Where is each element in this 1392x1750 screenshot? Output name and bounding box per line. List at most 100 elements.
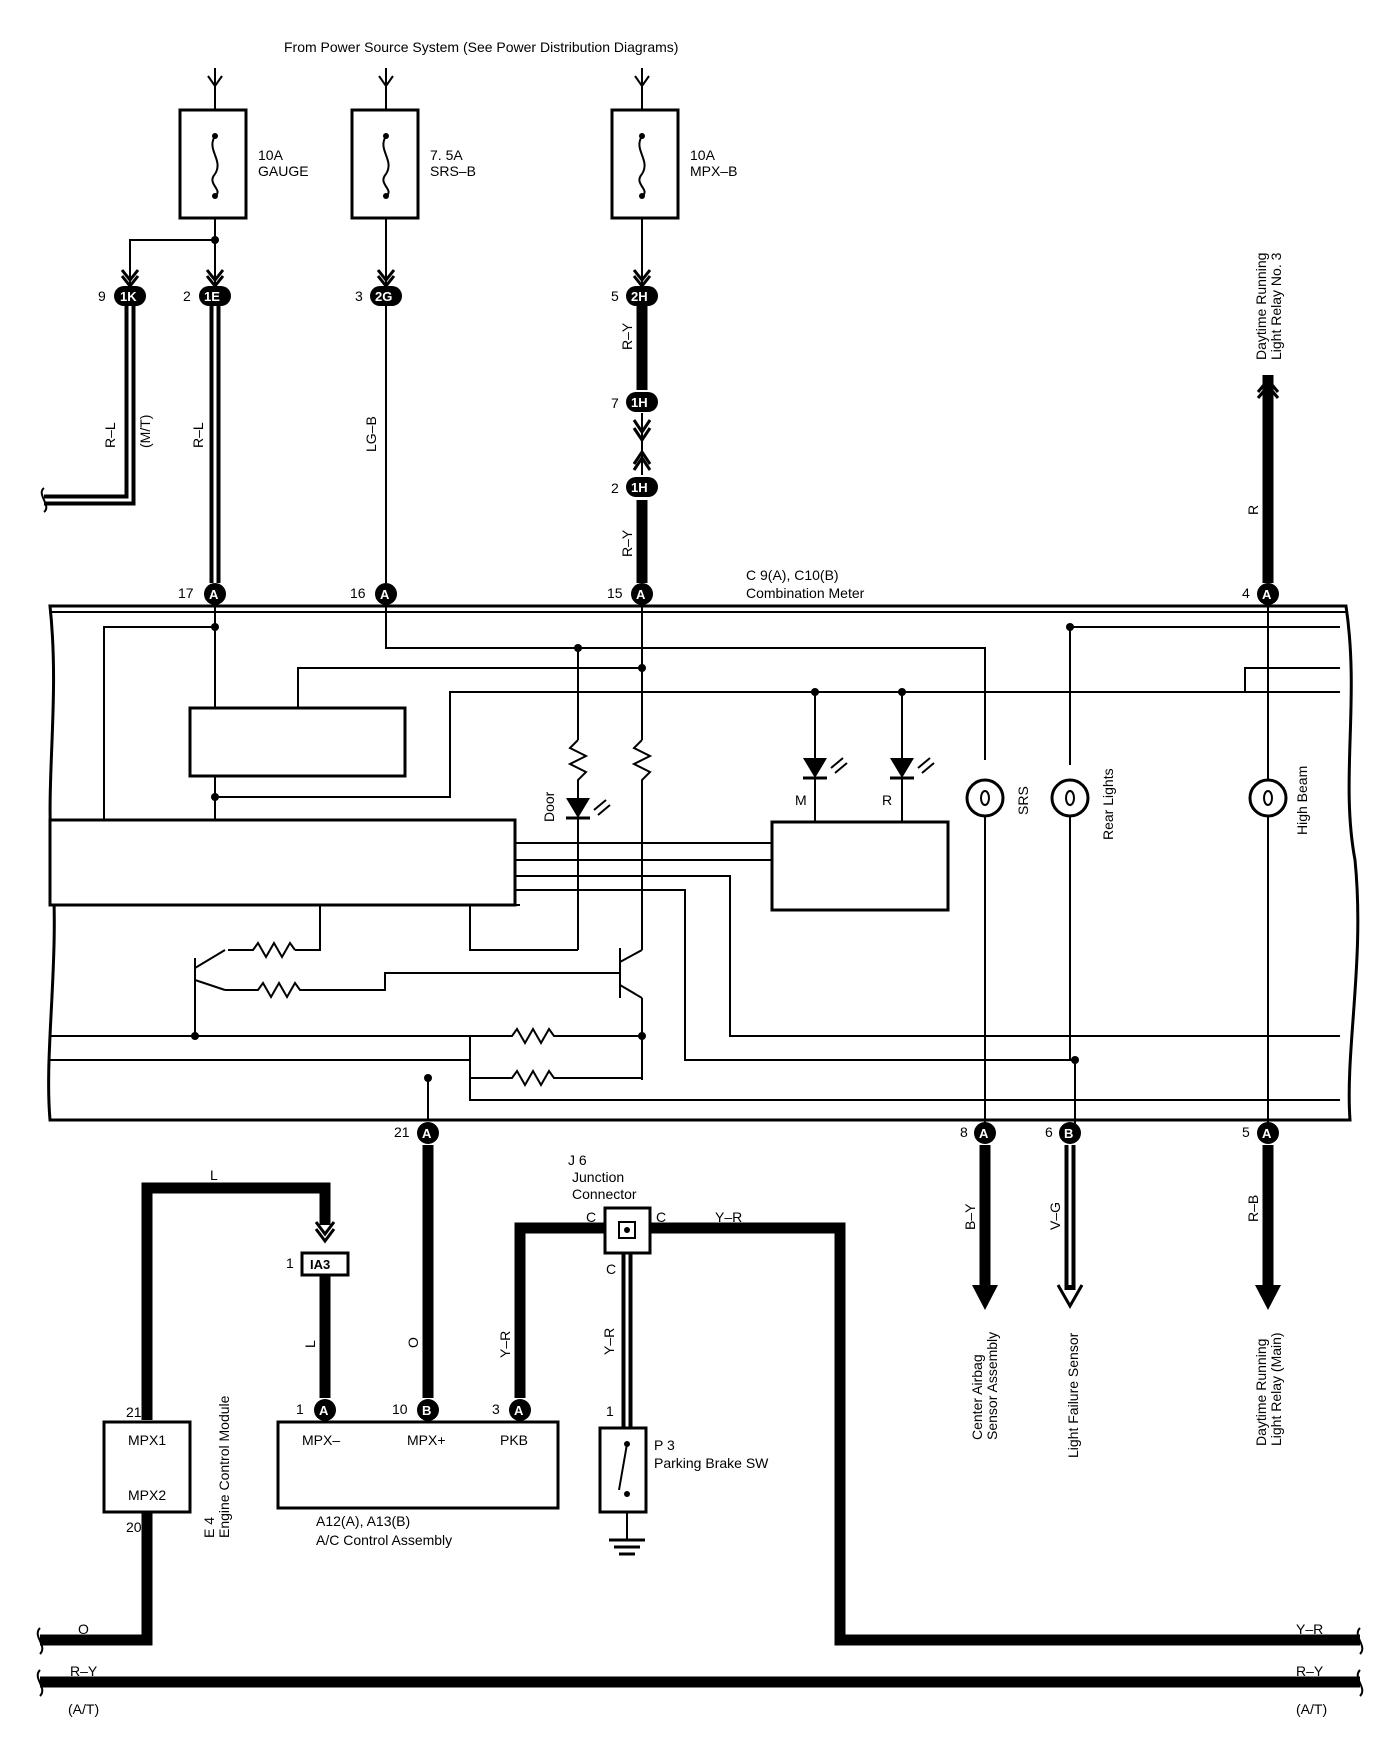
drl3-label-line2: Light Relay No. 3 [1268, 252, 1284, 360]
high-beam-lamp: High Beam [1248, 606, 1310, 1133]
junction-connector-j6: J 6 Junction Connector C C C [568, 1152, 666, 1277]
svg-text:10: 10 [392, 1401, 408, 1417]
svg-text:P 3: P 3 [654, 1437, 675, 1453]
connector-1e: 2 1E [183, 286, 231, 306]
door-label: Door [541, 791, 557, 822]
dest-light-failure: Light Failure Sensor [1065, 1332, 1081, 1458]
svg-text:17: 17 [178, 585, 194, 601]
svg-text:B: B [1064, 1126, 1073, 1141]
lower-wiring [36, 1145, 1364, 1697]
dest-center-airbag-line1: Center Airbag [969, 1354, 985, 1440]
svg-text:16: 16 [350, 585, 366, 601]
svg-text:7: 7 [611, 395, 619, 411]
wire-label-l-top: L [210, 1167, 218, 1183]
fuse-srs-b-name: SRS–B [430, 163, 476, 179]
fuse-mpx-b-rating: 10A [690, 147, 716, 163]
svg-text:1: 1 [286, 1255, 294, 1271]
svg-text:2G: 2G [375, 289, 392, 304]
wire-label-yr-right: Y–R [1296, 1621, 1323, 1637]
svg-text:Rear Lights: Rear Lights [1100, 768, 1116, 840]
meter-pin-8: 8 A [960, 1122, 996, 1144]
connector-1h-top: 7 1H [611, 392, 658, 412]
power-source-caption: From Power Source System (See Power Dist… [284, 39, 678, 55]
wire-label-ry-top: R–Y [619, 322, 635, 350]
wire-label-rl: R–L [190, 422, 206, 448]
svg-text:A: A [1262, 587, 1272, 602]
svg-text:A: A [319, 1403, 329, 1418]
svg-text:MPX1: MPX1 [128, 1432, 166, 1448]
svg-text:15: 15 [607, 585, 623, 601]
connector-2g: 3 2G [355, 286, 402, 306]
svg-text:A: A [1262, 1126, 1272, 1141]
ac-control-assembly: 1 A 10 B 3 A MPX– MPX+ PKB A12(A), A13(B… [276, 1399, 560, 1548]
parking-brake-switch: 1 P 3 Parking Brake SW [598, 1403, 769, 1556]
svg-text:A: A [380, 587, 390, 602]
svg-text:C: C [606, 1261, 616, 1277]
wire-label-r: R [1245, 505, 1261, 515]
svg-text:5: 5 [1242, 1124, 1250, 1140]
fuse-srs-b: 7. 5A SRS–B [350, 108, 476, 220]
wire-label-yr-mid: Y–R [601, 1328, 617, 1355]
ecm-pin-21: 21 [126, 1404, 142, 1420]
svg-text:2: 2 [611, 480, 619, 496]
svg-text:Engine Control Module: Engine Control Module [216, 1395, 232, 1538]
svg-text:MPX+: MPX+ [407, 1432, 446, 1448]
svg-text:IA3: IA3 [310, 1257, 330, 1272]
connector-ia3: 1 IA3 [286, 1251, 350, 1277]
meter-pin-5: 5 A [1242, 1122, 1279, 1144]
svg-text:3: 3 [355, 288, 363, 304]
svg-text:8: 8 [960, 1124, 968, 1140]
svg-text:9: 9 [98, 288, 106, 304]
svg-text:A: A [636, 587, 646, 602]
svg-text:A/C Control Assembly: A/C Control Assembly [316, 1532, 452, 1548]
svg-text:1H: 1H [631, 480, 648, 495]
svg-text:MPX–: MPX– [302, 1432, 340, 1448]
svg-text:5: 5 [611, 288, 619, 304]
svg-text:1H: 1H [631, 395, 648, 410]
svg-text:C: C [586, 1209, 596, 1225]
connector-2h: 5 2H [611, 286, 658, 306]
fuse-mpx-b: 10A MPX–B [610, 108, 737, 220]
wire-label-yr-top: Y–R [715, 1209, 742, 1225]
svg-text:1K: 1K [120, 289, 137, 304]
svg-text:Junction: Junction [572, 1169, 624, 1185]
wire-label-by: B–Y [962, 1203, 978, 1230]
svg-text:21: 21 [394, 1124, 410, 1140]
svg-text:High Beam: High Beam [1294, 766, 1310, 835]
svg-text:C: C [656, 1209, 666, 1225]
fuse-srs-b-rating: 7. 5A [430, 147, 463, 163]
wire-label-rb: R–B [1245, 1195, 1261, 1222]
wire-label-at-right: (A/T) [1296, 1701, 1327, 1717]
svg-text:1: 1 [296, 1401, 304, 1417]
meter-pin-15: 15 A [607, 583, 653, 605]
srs-lamp: SRS [965, 778, 1031, 1133]
combination-meter: Door M R [47, 604, 1360, 1133]
wire-label-lgb: LG–B [363, 416, 379, 452]
svg-text:MPX2: MPX2 [128, 1487, 166, 1503]
meter-pin-4: 4 A [1242, 583, 1279, 605]
engine-control-module: 21 MPX1 MPX2 20 E 4 Engine Control Modul… [102, 1395, 232, 1538]
svg-text:1: 1 [606, 1403, 614, 1419]
svg-text:A: A [422, 1126, 432, 1141]
wire-label-ry-mid: R–Y [619, 529, 635, 557]
wire-label-o-mid: O [405, 1337, 421, 1348]
led-m-label: M [795, 792, 807, 808]
svg-text:E 4: E 4 [201, 1517, 217, 1538]
wire-label-ry-bottom-right: R–Y [1296, 1663, 1324, 1679]
svg-text:4: 4 [1242, 585, 1250, 601]
power-input-arrows [207, 68, 650, 110]
ecm-pin-20: 20 [126, 1519, 142, 1535]
svg-text:1E: 1E [204, 289, 220, 304]
wire-label-mt: (M/T) [137, 415, 153, 448]
meter-pin-17: 17 A [178, 583, 226, 605]
svg-text:B: B [422, 1403, 431, 1418]
fuse-mpx-b-name: MPX–B [690, 163, 737, 179]
meter-name: Combination Meter [746, 585, 865, 601]
drl3-label-line1: Daytime Running [1253, 253, 1269, 360]
wire-label-rl-mt: R–L [102, 422, 118, 448]
svg-text:Parking Brake SW: Parking Brake SW [654, 1455, 769, 1471]
meter-pin-16: 16 A [350, 583, 397, 605]
wire-label-l-mid: L [302, 1340, 318, 1348]
wire-label-o-bottom: O [78, 1621, 89, 1637]
